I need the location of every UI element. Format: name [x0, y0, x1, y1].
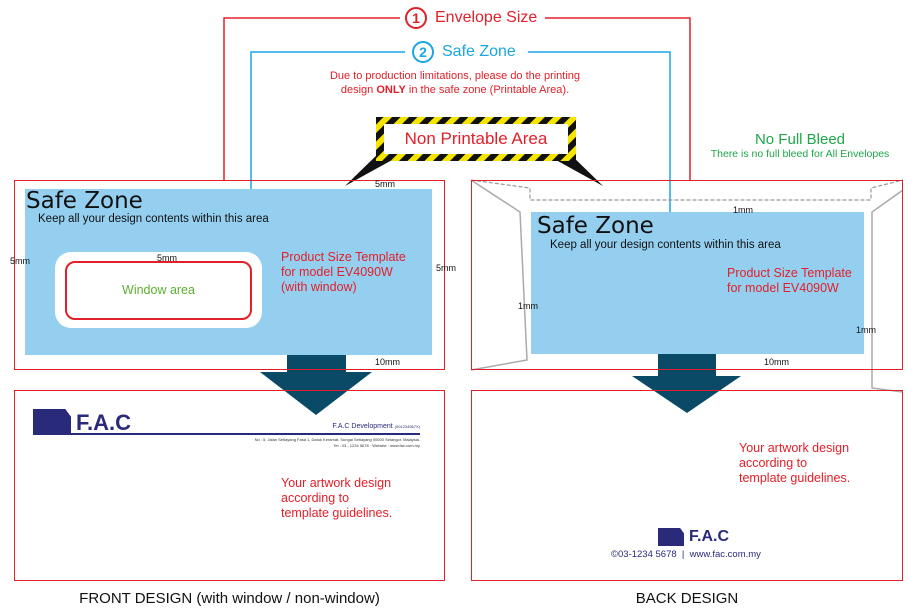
- fac-logo-icon: [33, 409, 71, 435]
- front-safe-sub: Keep all your design contents within thi…: [38, 213, 269, 225]
- dim-right: 5mm: [436, 263, 456, 273]
- dim-top: 5mm: [375, 179, 395, 189]
- safe-zone-bracket: [250, 51, 671, 222]
- back-contact: ©03-1234 5678 | www.fac.com.my: [611, 549, 761, 560]
- no-bleed-note: No Full Bleed There is no full bleed for…: [710, 131, 890, 160]
- envelope-size-bracket: [223, 17, 691, 180]
- dim-left: 5mm: [10, 256, 30, 266]
- front-logo-text: F.A.C: [76, 410, 131, 435]
- window-area-label: Window area: [65, 261, 252, 320]
- back-safe-title: Safe Zone: [537, 213, 654, 239]
- back-safe-zone: [531, 212, 864, 354]
- back-dim-right: 1mm: [856, 325, 876, 335]
- back-fac-logo-icon: [658, 528, 684, 546]
- dim-bottom: 10mm: [375, 357, 401, 367]
- front-caption: FRONT DESIGN (with window / non-window): [79, 590, 380, 607]
- front-safe-title: Safe Zone: [26, 188, 143, 214]
- back-logo-text: F.A.C: [689, 528, 729, 545]
- non-printable-label: Non Printable Area: [404, 129, 548, 148]
- back-safe-sub: Keep all your design contents within thi…: [550, 239, 781, 251]
- front-envelope: [14, 180, 445, 370]
- back-dim-bottom: 10mm: [764, 357, 790, 367]
- back-envelope: [471, 180, 903, 370]
- back-dim-top: 1mm: [733, 205, 753, 215]
- back-design-box: [471, 390, 903, 581]
- front-design-box: [14, 390, 445, 581]
- safe-zone-note: Due to production limitations, please do…: [329, 70, 581, 96]
- letterhead-company: F.A.C Development (001234567X): [332, 423, 420, 430]
- back-caption: BACK DESIGN: [635, 590, 739, 607]
- back-dim-left: 1mm: [518, 301, 538, 311]
- dim-window: 5mm: [157, 253, 177, 263]
- window: [55, 252, 262, 328]
- letterhead-address: No : 5, Jalan Setiayang Fasa 1, Datuk Ke…: [254, 437, 420, 448]
